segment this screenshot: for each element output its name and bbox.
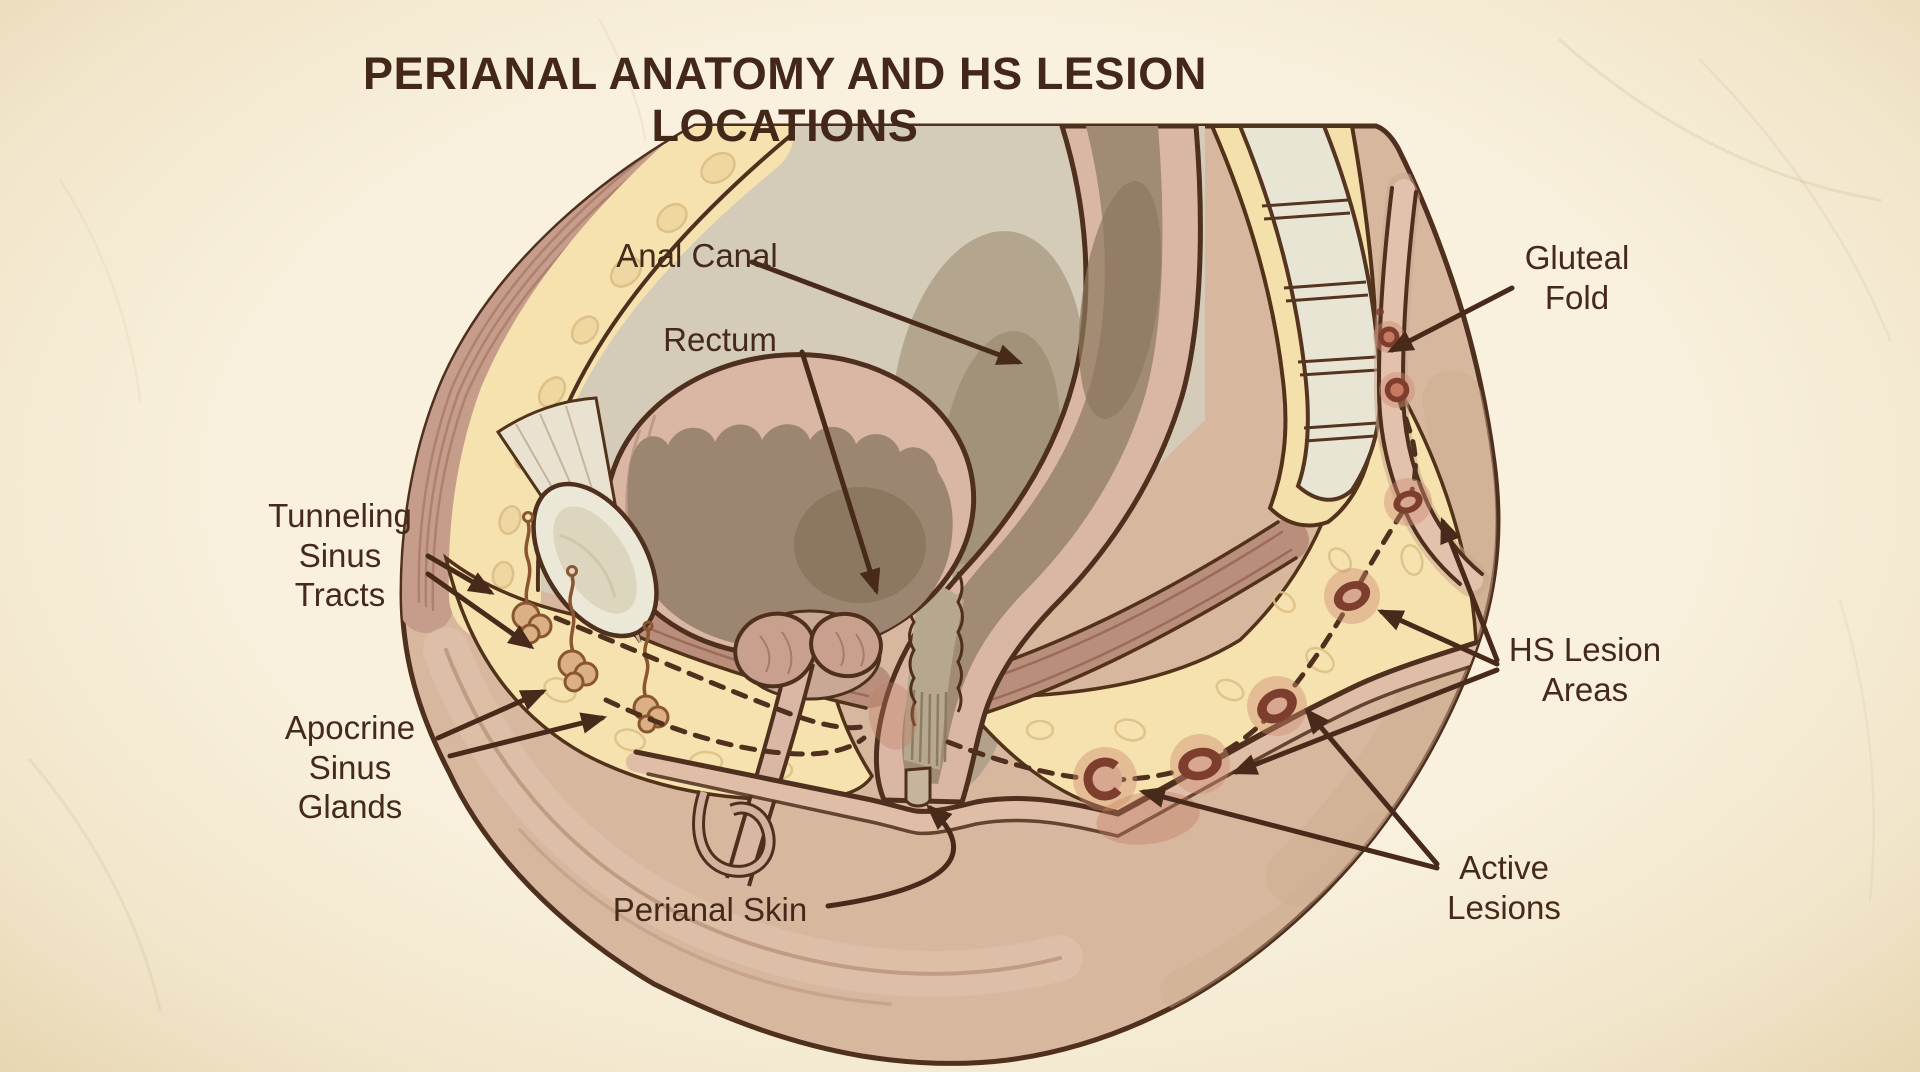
arrow-active-1 [1304,707,1440,867]
arrow-gluteal-fold [1387,285,1515,353]
arrow-hs-3 [1230,667,1500,775]
arrow-hs-1 [1440,516,1500,663]
label-hs-lesion-areas: HS Lesion Areas [1508,631,1662,708]
vertebra-joints [1261,198,1379,443]
sinus-tract-dotted-lines [553,389,1418,783]
arrow-apocrine-2 [447,712,608,759]
inflamed-skin [868,682,1200,845]
prostate-urethra [692,609,883,887]
abdominal-wall [402,126,794,642]
label-rectum: Rectum [663,321,777,358]
arrow-rectum [799,349,881,596]
page-title: PERIANAL ANATOMY AND HS LESION LOCATIONS [363,48,1207,151]
bladder [603,352,977,658]
arrow-anal-canal [749,259,1024,365]
arrow-hs-2 [1377,609,1500,667]
label-apocrine-sinus-glands: Apocrine Sinus Glands [284,709,416,826]
label-anal-canal: Anal Canal [616,237,778,274]
label-gluteal-fold: Gluteal Fold [1524,239,1630,316]
arrow-tunneling-2 [425,571,535,650]
rectum-anal-canal [874,126,1203,805]
arrow-apocrine-1 [435,689,547,741]
label-tunneling-sinus-tracts: Tunneling Sinus Tracts [268,497,412,614]
pubic-bone [531,481,659,639]
perianal-skin-line [626,639,1488,838]
label-active-lesions: Active Lesions [1447,849,1561,926]
arrow-active-2 [1138,786,1440,871]
label-perianal-skin: Perianal Skin [612,891,808,928]
arrow-perianal-skin [825,804,957,909]
annotation-arrows [425,259,1515,909]
arrow-tunneling-1 [425,553,495,595]
parchment-texture [28,18,1892,1012]
